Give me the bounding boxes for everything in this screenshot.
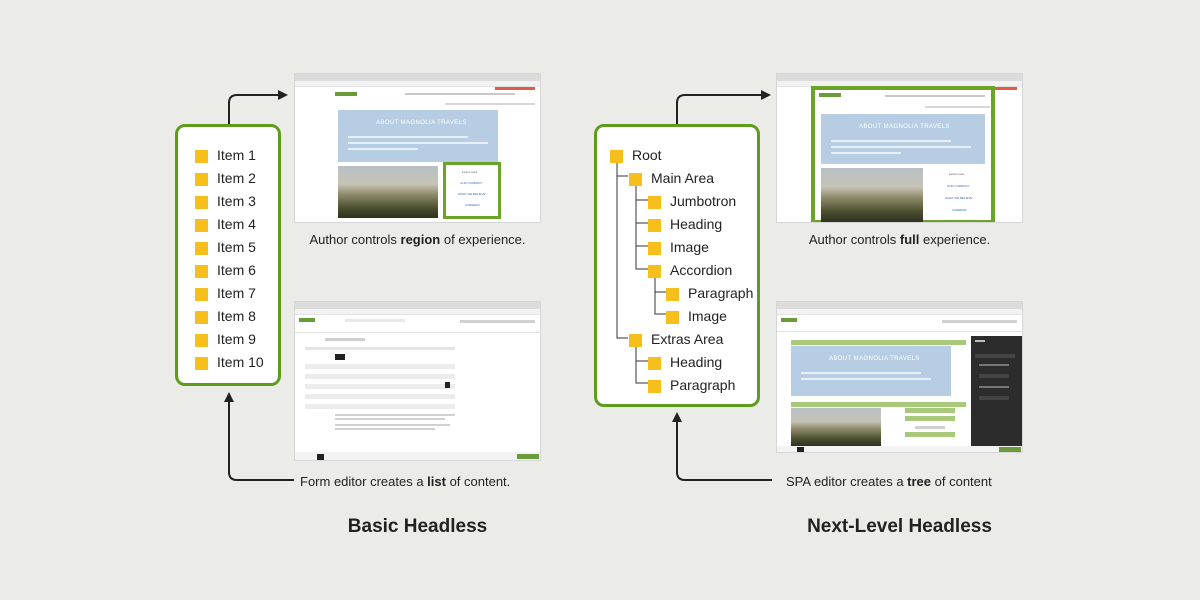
square-bullet-icon xyxy=(195,241,208,255)
tree-node-accordion: Accordion xyxy=(648,262,732,278)
list-item: Item 6 xyxy=(195,262,256,278)
square-bullet-icon xyxy=(610,149,623,163)
logo xyxy=(299,318,315,322)
square-bullet-icon xyxy=(195,218,208,232)
square-bullet-icon xyxy=(195,149,208,163)
square-bullet-icon xyxy=(666,310,679,324)
tree-node-paragraph: Paragraph xyxy=(666,285,753,301)
list-item-label: Item 7 xyxy=(217,285,256,301)
form-editor-screenshot xyxy=(294,301,541,461)
square-bullet-icon xyxy=(195,356,208,370)
square-bullet-icon xyxy=(195,195,208,209)
list-item-label: Item 5 xyxy=(217,239,256,255)
next-level-headless-heading: Next-Level Headless xyxy=(807,516,992,537)
hero-title: ABOUT MAGNOLIA TRAVELS xyxy=(376,120,467,126)
square-bullet-icon xyxy=(629,172,642,186)
square-bullet-icon xyxy=(195,172,208,186)
list-item: Item 2 xyxy=(195,170,256,186)
website-screenshot-full: ABOUT MAGNOLIA TRAVELS Learn more OUR CO… xyxy=(776,73,1023,223)
logo xyxy=(819,93,841,97)
link-text: Learn more xyxy=(462,170,478,174)
list-item: Item 5 xyxy=(195,239,256,255)
link-text: WHAT WE BELIEVE xyxy=(945,196,973,200)
link-text: CAREERS xyxy=(465,203,480,207)
tree-connector-lines xyxy=(616,161,666,384)
highlighted-full-area: ABOUT MAGNOLIA TRAVELS Learn more OUR CO… xyxy=(811,86,995,222)
list-item-label: Item 8 xyxy=(217,308,256,324)
list-item-label: Item 6 xyxy=(217,262,256,278)
jumbotron: ABOUT MAGNOLIA TRAVELS xyxy=(338,110,498,162)
list-item: Item 3 xyxy=(195,193,256,209)
spa-editor-screenshot: ABOUT MAGNOLIA TRAVELS xyxy=(776,301,1023,453)
caption-full: Author controls full experience. xyxy=(808,232,991,247)
square-bullet-icon xyxy=(648,379,661,393)
hero-title: ABOUT MAGNOLIA TRAVELS xyxy=(829,356,920,362)
list-panel: Item 1 Item 2 Item 3 Item 4 Item 5 Item … xyxy=(175,124,281,386)
square-bullet-icon xyxy=(195,287,208,301)
square-bullet-icon xyxy=(648,195,661,209)
tree-node-jumbotron: Jumbotron xyxy=(648,193,736,209)
list-item: Item 4 xyxy=(195,216,256,232)
tree-panel: Root Main Area Jumbotron Heading Image A… xyxy=(594,124,760,407)
arrow-to-full-screenshot xyxy=(676,90,771,127)
square-bullet-icon xyxy=(648,264,661,278)
logo xyxy=(781,318,797,322)
jumbotron: ABOUT MAGNOLIA TRAVELS xyxy=(821,114,985,164)
arrow-to-tree-panel xyxy=(672,412,772,481)
list-item-label: Item 10 xyxy=(217,354,264,370)
tree-node-paragraph: Paragraph xyxy=(648,377,735,393)
basic-headless-heading: Basic Headless xyxy=(347,516,488,537)
caption-tree: SPA editor creates a tree of content xyxy=(786,474,992,489)
list-item-label: Item 2 xyxy=(217,170,256,186)
list-item-label: Item 1 xyxy=(217,147,256,163)
landscape-image xyxy=(821,168,923,222)
square-bullet-icon xyxy=(648,218,661,232)
link-text: WHAT WE BELIEVE xyxy=(458,192,486,196)
square-bullet-icon xyxy=(666,287,679,301)
landscape-image xyxy=(338,166,438,218)
hero-title: ABOUT MAGNOLIA TRAVELS xyxy=(859,124,950,130)
arrow-to-list-panel xyxy=(224,392,294,481)
tree-node-main-area: Main Area xyxy=(629,170,714,186)
tree-node-root: Root xyxy=(610,147,662,163)
list-item-label: Item 9 xyxy=(217,331,256,347)
list-item: Item 8 xyxy=(195,308,256,324)
tree-node-image: Image xyxy=(648,239,709,255)
link-text: CAREERS xyxy=(952,208,967,212)
list-item: Item 1 xyxy=(195,147,256,163)
link-text: OUR COMPANY xyxy=(460,181,483,185)
list-item: Item 9 xyxy=(195,331,256,347)
list-item-label: Item 4 xyxy=(217,216,256,232)
page-tree-panel xyxy=(971,336,1022,446)
tree-node-extras-area: Extras Area xyxy=(629,331,723,347)
tree-node-image: Image xyxy=(666,308,727,324)
square-bullet-icon xyxy=(648,241,661,255)
square-bullet-icon xyxy=(648,356,661,370)
tree-node-heading: Heading xyxy=(648,216,722,232)
square-bullet-icon xyxy=(195,310,208,324)
list-item: Item 7 xyxy=(195,285,256,301)
square-bullet-icon xyxy=(195,333,208,347)
list-item-label: Item 3 xyxy=(217,193,256,209)
square-bullet-icon xyxy=(195,264,208,278)
highlighted-region: Learn more OUR COMPANY WHAT WE BELIEVE C… xyxy=(443,162,501,219)
caption-list: Form editor creates a list of content. xyxy=(300,474,511,489)
square-bullet-icon xyxy=(629,333,642,347)
link-text: OUR COMPANY xyxy=(947,184,970,188)
logo xyxy=(335,92,357,96)
landscape-image xyxy=(791,408,881,446)
website-screenshot-region: ABOUT MAGNOLIA TRAVELS Learn more OUR CO… xyxy=(294,73,541,223)
arrow-to-region-screenshot xyxy=(228,90,288,127)
link-text: Learn more xyxy=(949,172,965,176)
tree-node-heading: Heading xyxy=(648,354,722,370)
list-item: Item 10 xyxy=(195,354,264,370)
jumbotron: ABOUT MAGNOLIA TRAVELS xyxy=(791,346,951,396)
caption-region: Author controls region of experience. xyxy=(309,232,526,247)
